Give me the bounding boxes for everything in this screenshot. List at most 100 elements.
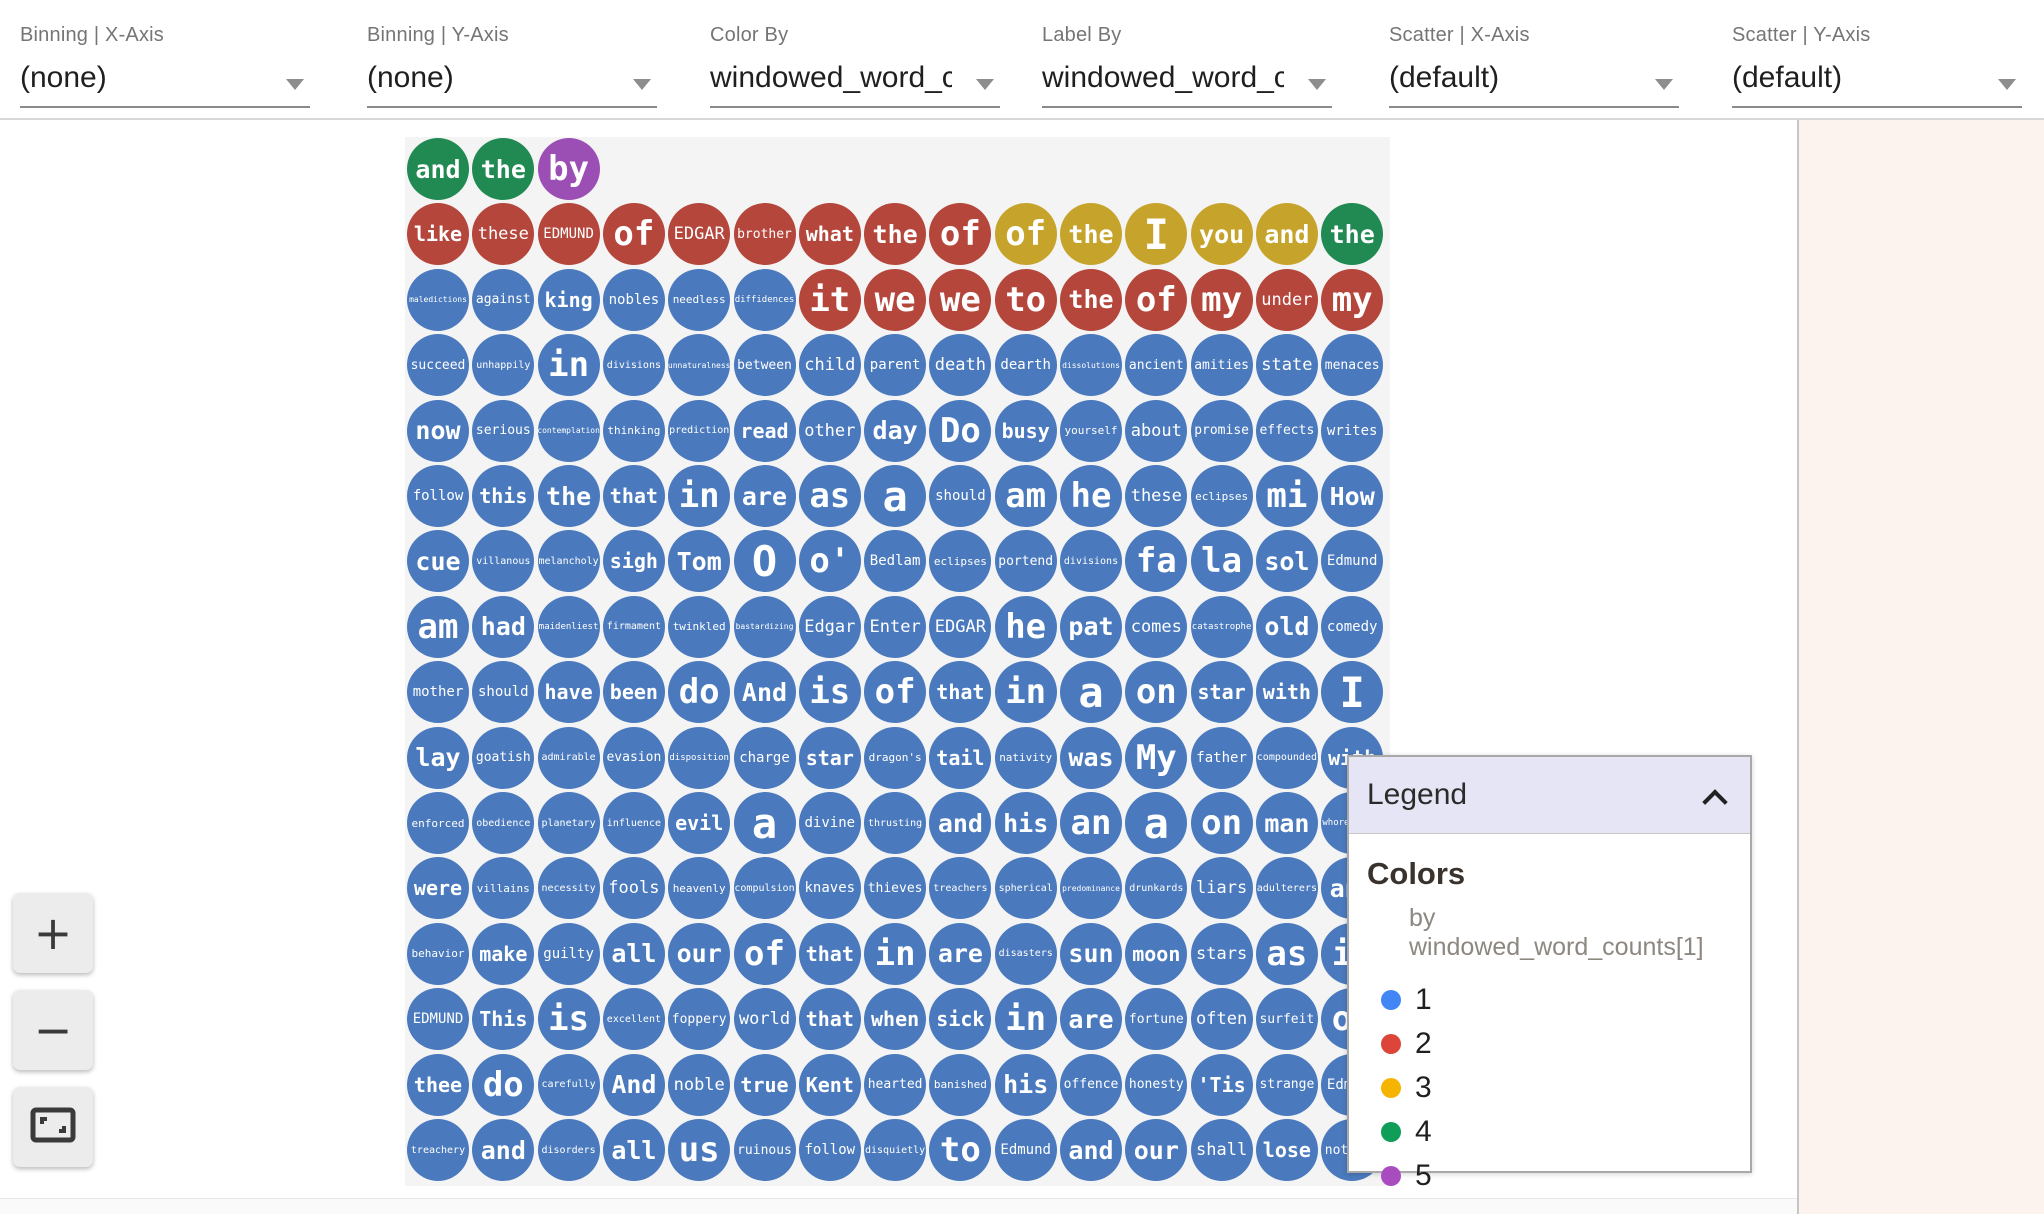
word-bubble[interactable]: melancholy [537, 530, 600, 593]
word-bubble[interactable]: enforced [407, 792, 469, 854]
word-bubble[interactable]: thinking [602, 399, 665, 462]
word-bubble[interactable]: tail [929, 726, 992, 789]
word-bubble[interactable]: and [472, 1119, 535, 1181]
word-bubble[interactable]: do [668, 661, 731, 724]
word-bubble[interactable]: do [472, 1053, 535, 1116]
word-bubble[interactable]: fortune [1125, 988, 1188, 1051]
word-bubble[interactable]: maidenliest [537, 595, 600, 658]
word-bubble[interactable]: my [1321, 268, 1384, 331]
word-bubble[interactable]: the [1321, 203, 1384, 266]
zoom-out-button[interactable]: − [13, 990, 93, 1070]
word-bubble[interactable]: O [733, 530, 796, 593]
word-bubble[interactable]: thieves [864, 857, 927, 920]
word-bubble[interactable]: fa [1125, 530, 1188, 593]
word-bubble[interactable]: catastrophe [1190, 595, 1253, 658]
word-bubble[interactable]: Do [929, 399, 992, 462]
word-bubble[interactable]: evil [668, 792, 731, 854]
word-bubble[interactable]: we [864, 268, 927, 331]
word-bubble[interactable]: is [537, 988, 600, 1051]
word-bubble[interactable]: as [798, 465, 861, 527]
word-bubble[interactable]: ruinous [733, 1119, 796, 1181]
word-bubble[interactable]: la [1190, 530, 1253, 593]
dropdown-value[interactable]: (none) [20, 61, 107, 94]
word-bubble[interactable]: Kent [798, 1053, 861, 1116]
word-bubble[interactable]: pat [1060, 595, 1122, 658]
dropdown-arrow-icon[interactable] [1655, 79, 1673, 90]
word-bubble[interactable]: in [994, 988, 1057, 1051]
chevron-up-icon[interactable] [1702, 789, 1728, 815]
word-bubble[interactable]: admirable [537, 726, 600, 789]
word-bubble[interactable]: of [994, 203, 1057, 266]
word-bubble[interactable]: like [407, 203, 469, 266]
word-bubble[interactable]: hearted [864, 1053, 927, 1116]
word-bubble[interactable]: strange [1255, 1053, 1318, 1116]
word-bubble[interactable]: sigh [602, 530, 665, 593]
word-bubble[interactable]: stars [1190, 922, 1253, 985]
dropdown-value[interactable]: (default) [1732, 61, 1843, 94]
word-bubble[interactable]: a [733, 792, 796, 854]
word-bubble[interactable]: and [407, 138, 469, 200]
word-bubble[interactable]: Bedlam [864, 530, 927, 593]
word-bubble[interactable]: lay [407, 726, 469, 789]
word-bubble[interactable]: by [537, 138, 600, 200]
word-bubble[interactable]: drunkards [1125, 857, 1188, 920]
word-bubble[interactable]: planetary [537, 792, 600, 854]
word-bubble[interactable]: have [537, 661, 600, 724]
dropdown-arrow-icon[interactable] [1308, 79, 1326, 90]
word-bubble[interactable]: nobles [602, 268, 665, 331]
word-bubble[interactable]: often [1190, 988, 1253, 1051]
dropdown-binning-y-axis[interactable]: Binning | Y-Axis (none) [367, 24, 657, 108]
word-bubble[interactable]: treachery [407, 1119, 469, 1181]
word-bubble[interactable]: behavior [407, 922, 469, 985]
word-bubble[interactable]: he [994, 595, 1057, 658]
word-bubble[interactable]: excellent [602, 988, 665, 1051]
word-bubble[interactable]: between [733, 334, 796, 397]
word-bubble[interactable]: now [407, 399, 469, 462]
word-bubble[interactable]: noble [668, 1053, 731, 1116]
word-bubble[interactable]: I [1125, 203, 1188, 266]
word-bubble[interactable]: eclipses [1190, 465, 1253, 527]
word-bubble[interactable]: are [929, 922, 992, 985]
word-bubble[interactable]: a [1125, 792, 1188, 854]
word-bubble[interactable]: sun [1060, 922, 1122, 985]
word-bubble[interactable]: on [1190, 792, 1253, 854]
word-bubble[interactable]: succeed [407, 334, 469, 397]
word-bubble[interactable]: that [929, 661, 992, 724]
word-bubble[interactable]: is [798, 661, 861, 724]
word-bubble[interactable]: the [1060, 268, 1122, 331]
word-bubble[interactable]: disquietly [864, 1119, 927, 1181]
word-bubble[interactable]: of [733, 922, 796, 985]
word-bubble[interactable]: star [1190, 661, 1253, 724]
word-bubble[interactable]: mi [1255, 465, 1318, 527]
word-bubble[interactable]: goatish [472, 726, 535, 789]
word-bubble[interactable]: and [929, 792, 992, 854]
word-bubble[interactable]: honesty [1125, 1053, 1188, 1116]
word-bubble[interactable]: divisions [1060, 530, 1122, 593]
word-bubble[interactable]: follow [407, 465, 469, 527]
word-bubble[interactable]: effects [1255, 399, 1318, 462]
word-bubble[interactable]: dearth [994, 334, 1057, 397]
fit-to-screen-button[interactable] [13, 1087, 93, 1167]
word-bubble[interactable]: been [602, 661, 665, 724]
word-bubble[interactable]: to [929, 1119, 992, 1181]
word-bubble[interactable]: as [1255, 922, 1318, 985]
word-bubble[interactable]: And [602, 1053, 665, 1116]
word-bubble[interactable]: in [864, 922, 927, 985]
word-bubble[interactable]: firmament [602, 595, 665, 658]
word-bubble[interactable]: divisions [602, 334, 665, 397]
word-bubble[interactable]: portend [994, 530, 1057, 593]
word-bubble[interactable]: lose [1255, 1119, 1318, 1181]
word-bubble[interactable]: mother [407, 661, 469, 724]
word-bubble[interactable]: Edmund [994, 1119, 1057, 1181]
word-bubble[interactable]: villanous [472, 530, 535, 593]
word-bubble[interactable]: the [537, 465, 600, 527]
word-bubble[interactable]: nativity [994, 726, 1057, 789]
word-bubble[interactable]: This [472, 988, 535, 1051]
word-bubble[interactable]: when [864, 988, 927, 1051]
word-bubble[interactable]: death [929, 334, 992, 397]
word-bubble[interactable]: How [1321, 465, 1384, 527]
word-bubble[interactable]: child [798, 334, 861, 397]
word-bubble[interactable]: on [1125, 661, 1188, 724]
word-bubble[interactable]: EDGAR [668, 203, 731, 266]
word-bubble[interactable]: our [1125, 1119, 1188, 1181]
